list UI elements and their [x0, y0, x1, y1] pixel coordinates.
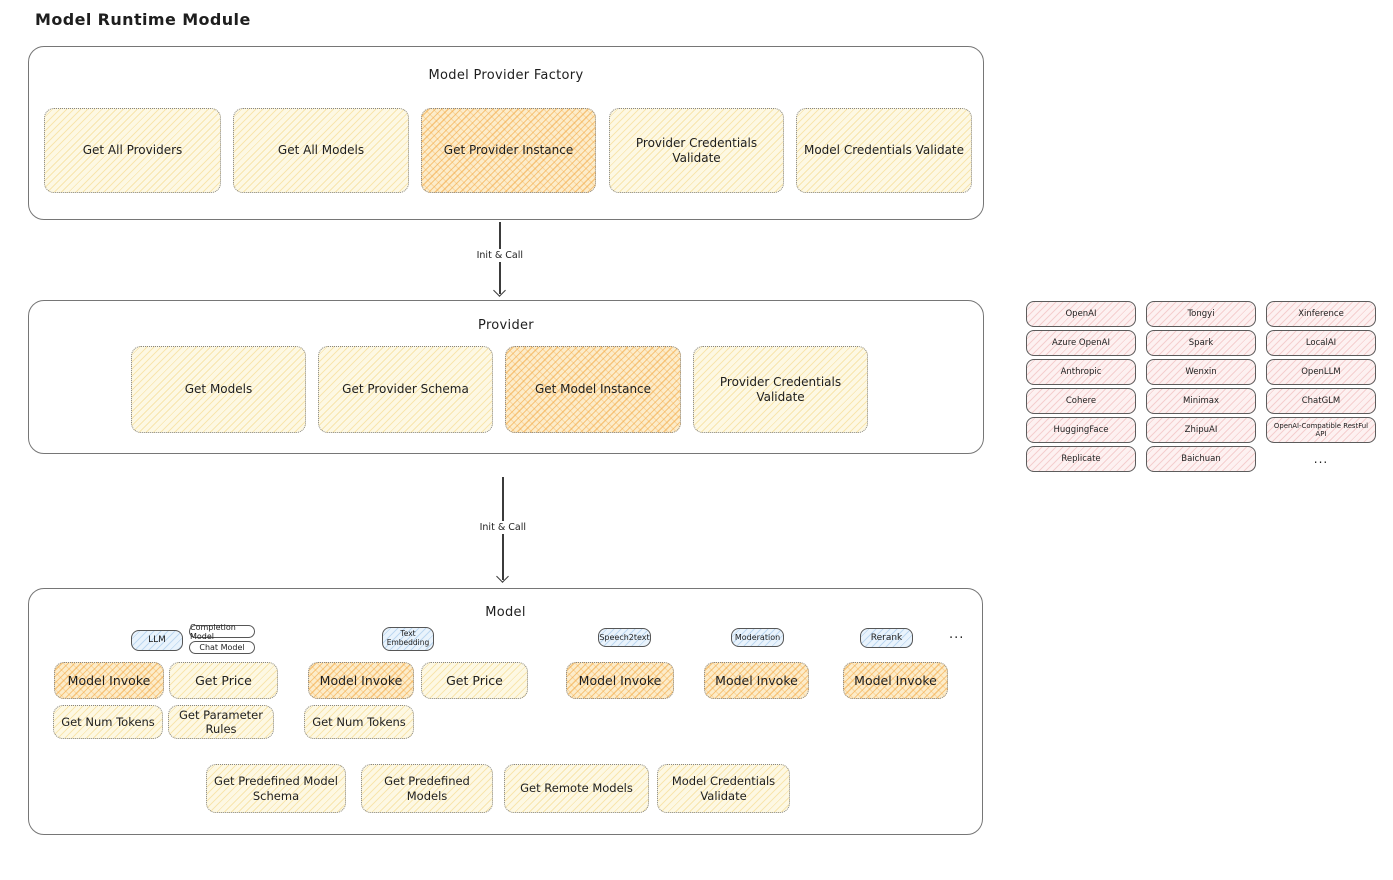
tab-moderation: Moderation	[731, 628, 784, 647]
node-model-invoke-embedding: Model Invoke	[308, 662, 414, 699]
arrow2-label: Init & Call	[475, 521, 530, 534]
node-get-models: Get Models	[131, 346, 306, 433]
node-provider-credentials-validate-2: Provider Credentials Validate	[693, 346, 868, 433]
provider-pill-baichuan: Baichuan	[1146, 446, 1256, 472]
node-model-credentials-validate-2: Model Credentials Validate	[657, 764, 790, 813]
provider-pill-replicate: Replicate	[1026, 446, 1136, 472]
provider-pill-localai: LocalAI	[1266, 330, 1376, 356]
provider-list-ellipsis: ...	[1313, 452, 1329, 466]
arrow-factory-to-provider: Init & Call	[472, 222, 527, 297]
tabs-ellipsis: ...	[949, 627, 965, 642]
provider-pill-openllm: OpenLLM	[1266, 359, 1376, 385]
tab-text-embedding: Text Embedding	[382, 627, 434, 651]
node-get-parameter-rules: Get Parameter Rules	[168, 705, 274, 739]
model-panel: Model LLM Completion Model Chat Model Te…	[28, 588, 998, 850]
node-get-num-tokens-llm: Get Num Tokens	[53, 705, 163, 739]
node-get-provider-instance: Get Provider Instance	[421, 108, 596, 193]
arrowhead-icon	[492, 284, 506, 297]
provider-pill-azure-openai: Azure OpenAI	[1026, 330, 1136, 356]
provider-pill-tongyi: Tongyi	[1146, 301, 1256, 327]
tab-completion-model: Completion Model	[189, 623, 255, 641]
tab-chat-model: Chat Model	[189, 641, 255, 654]
model-panel-title: Model	[485, 605, 526, 620]
provider-pill-minimax: Minimax	[1146, 388, 1256, 414]
provider-pill-zhipuai: ZhipuAI	[1146, 417, 1256, 443]
node-get-price-llm: Get Price	[169, 662, 278, 699]
node-get-predefined-model-schema: Get Predefined Model Schema	[206, 764, 346, 813]
node-get-remote-models: Get Remote Models	[504, 764, 649, 813]
node-get-model-instance: Get Model Instance	[505, 346, 681, 433]
provider-panel: Provider Get Models Get Provider Schema …	[28, 300, 999, 469]
provider-pill-anthropic: Anthropic	[1026, 359, 1136, 385]
provider-pill-cohere: Cohere	[1026, 388, 1136, 414]
factory-panel: Model Provider Factory Get All Providers…	[28, 46, 984, 220]
tab-llm: LLM	[131, 630, 183, 651]
node-model-credentials-validate: Model Credentials Validate	[796, 108, 972, 193]
provider-pill-wenxin: Wenxin	[1146, 359, 1256, 385]
diagram-title: Model Runtime Module	[35, 10, 251, 29]
node-model-invoke-moderation: Model Invoke	[704, 662, 809, 699]
provider-pill-openai-compatible: OpenAI-Compatible RestFul API	[1266, 417, 1376, 443]
provider-pill-huggingface: HuggingFace	[1026, 417, 1136, 443]
provider-panel-title: Provider	[478, 318, 534, 333]
provider-list: OpenAI Tongyi Xinference Azure OpenAI Sp…	[1026, 301, 1376, 472]
arrowhead-icon	[495, 570, 509, 583]
arrow1-label: Init & Call	[472, 249, 527, 262]
node-get-predefined-models: Get Predefined Models	[361, 764, 493, 813]
node-model-invoke-speech2text: Model Invoke	[566, 662, 674, 699]
node-model-invoke-rerank: Model Invoke	[843, 662, 948, 699]
factory-panel-title: Model Provider Factory	[428, 68, 584, 83]
node-provider-credentials-validate: Provider Credentials Validate	[609, 108, 784, 193]
node-get-price-embedding: Get Price	[421, 662, 528, 699]
node-model-invoke-llm: Model Invoke	[54, 662, 164, 699]
tab-speech2text: Speech2text	[598, 628, 651, 647]
arrow-provider-to-model: Init & Call	[475, 477, 530, 583]
node-get-all-providers: Get All Providers	[44, 108, 221, 193]
provider-pill-xinference: Xinference	[1266, 301, 1376, 327]
provider-pill-openai: OpenAI	[1026, 301, 1136, 327]
node-get-num-tokens-embedding: Get Num Tokens	[304, 705, 414, 739]
node-get-all-models: Get All Models	[233, 108, 409, 193]
node-get-provider-schema: Get Provider Schema	[318, 346, 493, 433]
tab-rerank: Rerank	[860, 628, 913, 648]
provider-pill-spark: Spark	[1146, 330, 1256, 356]
provider-pill-chatglm: ChatGLM	[1266, 388, 1376, 414]
